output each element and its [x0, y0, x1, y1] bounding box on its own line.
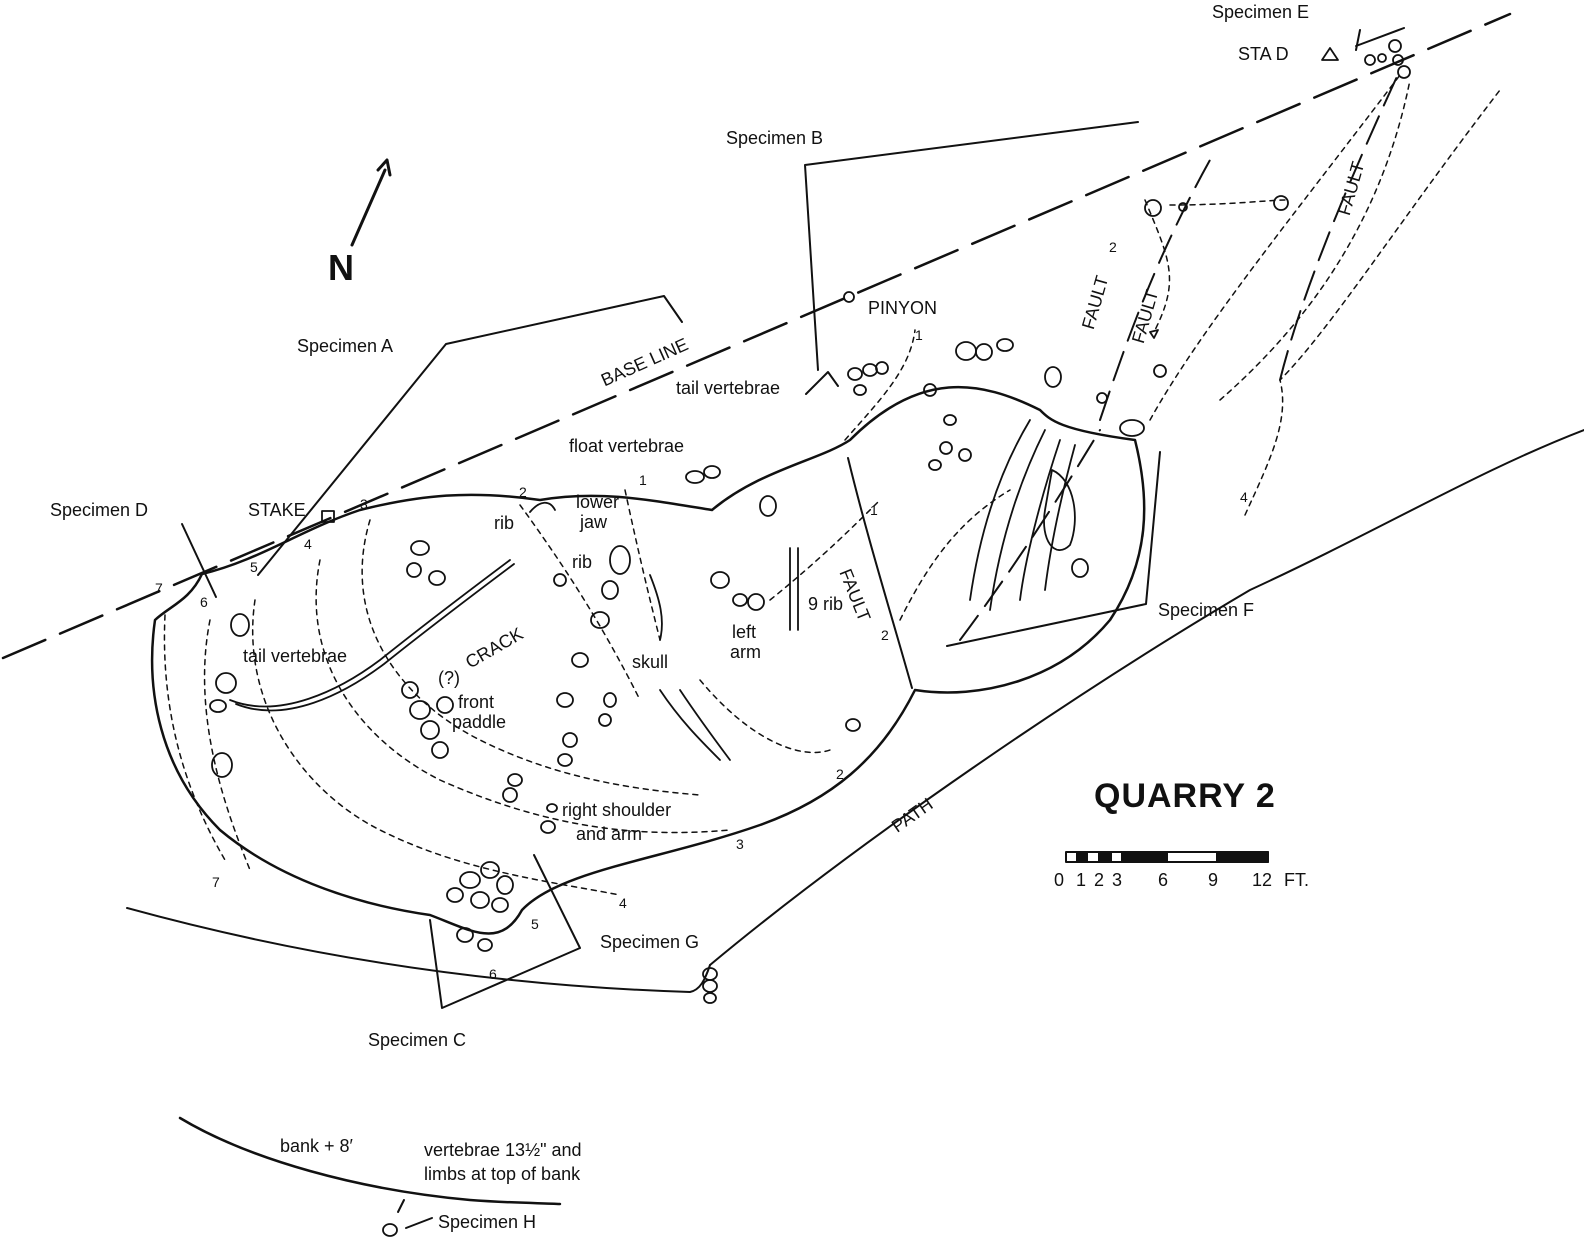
- pinyon-label: PINYON: [868, 298, 938, 318]
- specimen-g-label: Specimen G: [600, 932, 700, 952]
- skull-label: skull: [632, 652, 669, 672]
- stake-label: STAKE: [248, 500, 306, 520]
- contour-number: 6: [489, 966, 497, 982]
- tail-vertebrae-label-west: tail vertebrae: [243, 646, 348, 666]
- scale-tick-6: 6: [1158, 870, 1169, 890]
- front-paddle-label-1: front: [458, 692, 495, 712]
- lower-boundary: [126, 907, 711, 993]
- contour-number: 2: [1109, 239, 1117, 255]
- right-shoulder-label-1: right shoulder: [562, 800, 672, 820]
- fossil-bones: [209, 39, 1411, 1237]
- path-line: [709, 429, 1584, 966]
- tail-vertebrae-label-north: tail vertebrae: [676, 378, 781, 398]
- specimen-c-box: [429, 854, 581, 1009]
- contour-number: 2: [881, 627, 889, 643]
- contour-lines: [163, 74, 1501, 896]
- specimen-f-box: [946, 451, 1161, 647]
- scale-tick-9: 9: [1208, 870, 1219, 890]
- specimen-e-box: [1355, 27, 1405, 51]
- tail-vertebrae-box: [805, 371, 839, 395]
- contour-number: 7: [155, 580, 163, 596]
- scale-tick-2: 2: [1094, 870, 1105, 890]
- contour-number: 1: [915, 327, 923, 343]
- contour-number: 3: [736, 836, 744, 852]
- specimen-b-box: [804, 121, 1139, 371]
- specimen-c-label: Specimen C: [368, 1030, 467, 1050]
- bank-label: bank + 8′: [280, 1136, 353, 1156]
- bank-note-line-2: limbs at top of bank: [424, 1164, 581, 1184]
- contour-number: 1: [870, 502, 878, 518]
- specimen-a-label: Specimen A: [297, 336, 394, 356]
- north-arrow: [350, 168, 387, 247]
- scale-tick-12: 12: [1252, 870, 1273, 890]
- bank-note-line-1: vertebrae 13½" and: [424, 1140, 582, 1160]
- contour-number: 3: [360, 496, 368, 512]
- left-arm-label-2: arm: [730, 642, 761, 662]
- scale-unit: FT.: [1284, 870, 1309, 890]
- specimen-h-label: Specimen H: [438, 1212, 537, 1232]
- lower-jaw-label-1: lower: [576, 492, 620, 512]
- contour-number: 2: [519, 484, 527, 500]
- scale-tick-1: 1: [1076, 870, 1087, 890]
- base-line: [1, 12, 1512, 660]
- contour-number: 4: [304, 536, 312, 552]
- rib-9-label: 9 rib: [808, 594, 844, 614]
- specimen-h-tick: [405, 1217, 433, 1229]
- specimen-b-label: Specimen B: [726, 128, 824, 148]
- lower-jaw-label-2: jaw: [580, 512, 608, 532]
- float-vertebrae-label: float vertebrae: [569, 436, 685, 456]
- front-paddle-label-2: paddle: [452, 712, 507, 732]
- uncertain-label: (?): [438, 668, 460, 688]
- scale-tick-3: 3: [1112, 870, 1123, 890]
- fault-sw: [959, 429, 1101, 641]
- specimen-d-label: Specimen D: [50, 500, 149, 520]
- north-label: N: [328, 247, 354, 288]
- contour-number: 1: [639, 472, 647, 488]
- map-title: QUARRY 2: [1094, 777, 1276, 815]
- quarry-outline: [150, 385, 1146, 935]
- sta-d-label: STA D: [1238, 44, 1289, 64]
- right-shoulder-label-2: and arm: [576, 824, 643, 844]
- bank-line: [178, 1116, 562, 1206]
- fault-main: [847, 457, 913, 689]
- specimen-d-box: [181, 523, 217, 598]
- contour-number: 5: [250, 559, 258, 575]
- contour-number: 6: [200, 594, 208, 610]
- contour-number: 4: [1240, 489, 1248, 505]
- bank-tick: [397, 1199, 405, 1213]
- specimen-a-box: [257, 295, 683, 576]
- contour-number: 2: [836, 766, 844, 782]
- rib-label-1: rib: [494, 513, 515, 533]
- rib-label-2: rib: [572, 552, 593, 572]
- contour-number: 4: [619, 895, 627, 911]
- scale-bar: [1065, 851, 1269, 863]
- contour-number: 5: [531, 916, 539, 932]
- specimen-e-label: Specimen E: [1212, 2, 1310, 22]
- scale-tick-0: 0: [1054, 870, 1065, 890]
- contour-number: 7: [212, 874, 220, 890]
- specimen-f-label: Specimen F: [1158, 600, 1255, 620]
- fault-ne-2: [1279, 69, 1401, 381]
- fault-ne-1: [1099, 159, 1211, 421]
- left-arm-label-1: left: [732, 622, 757, 642]
